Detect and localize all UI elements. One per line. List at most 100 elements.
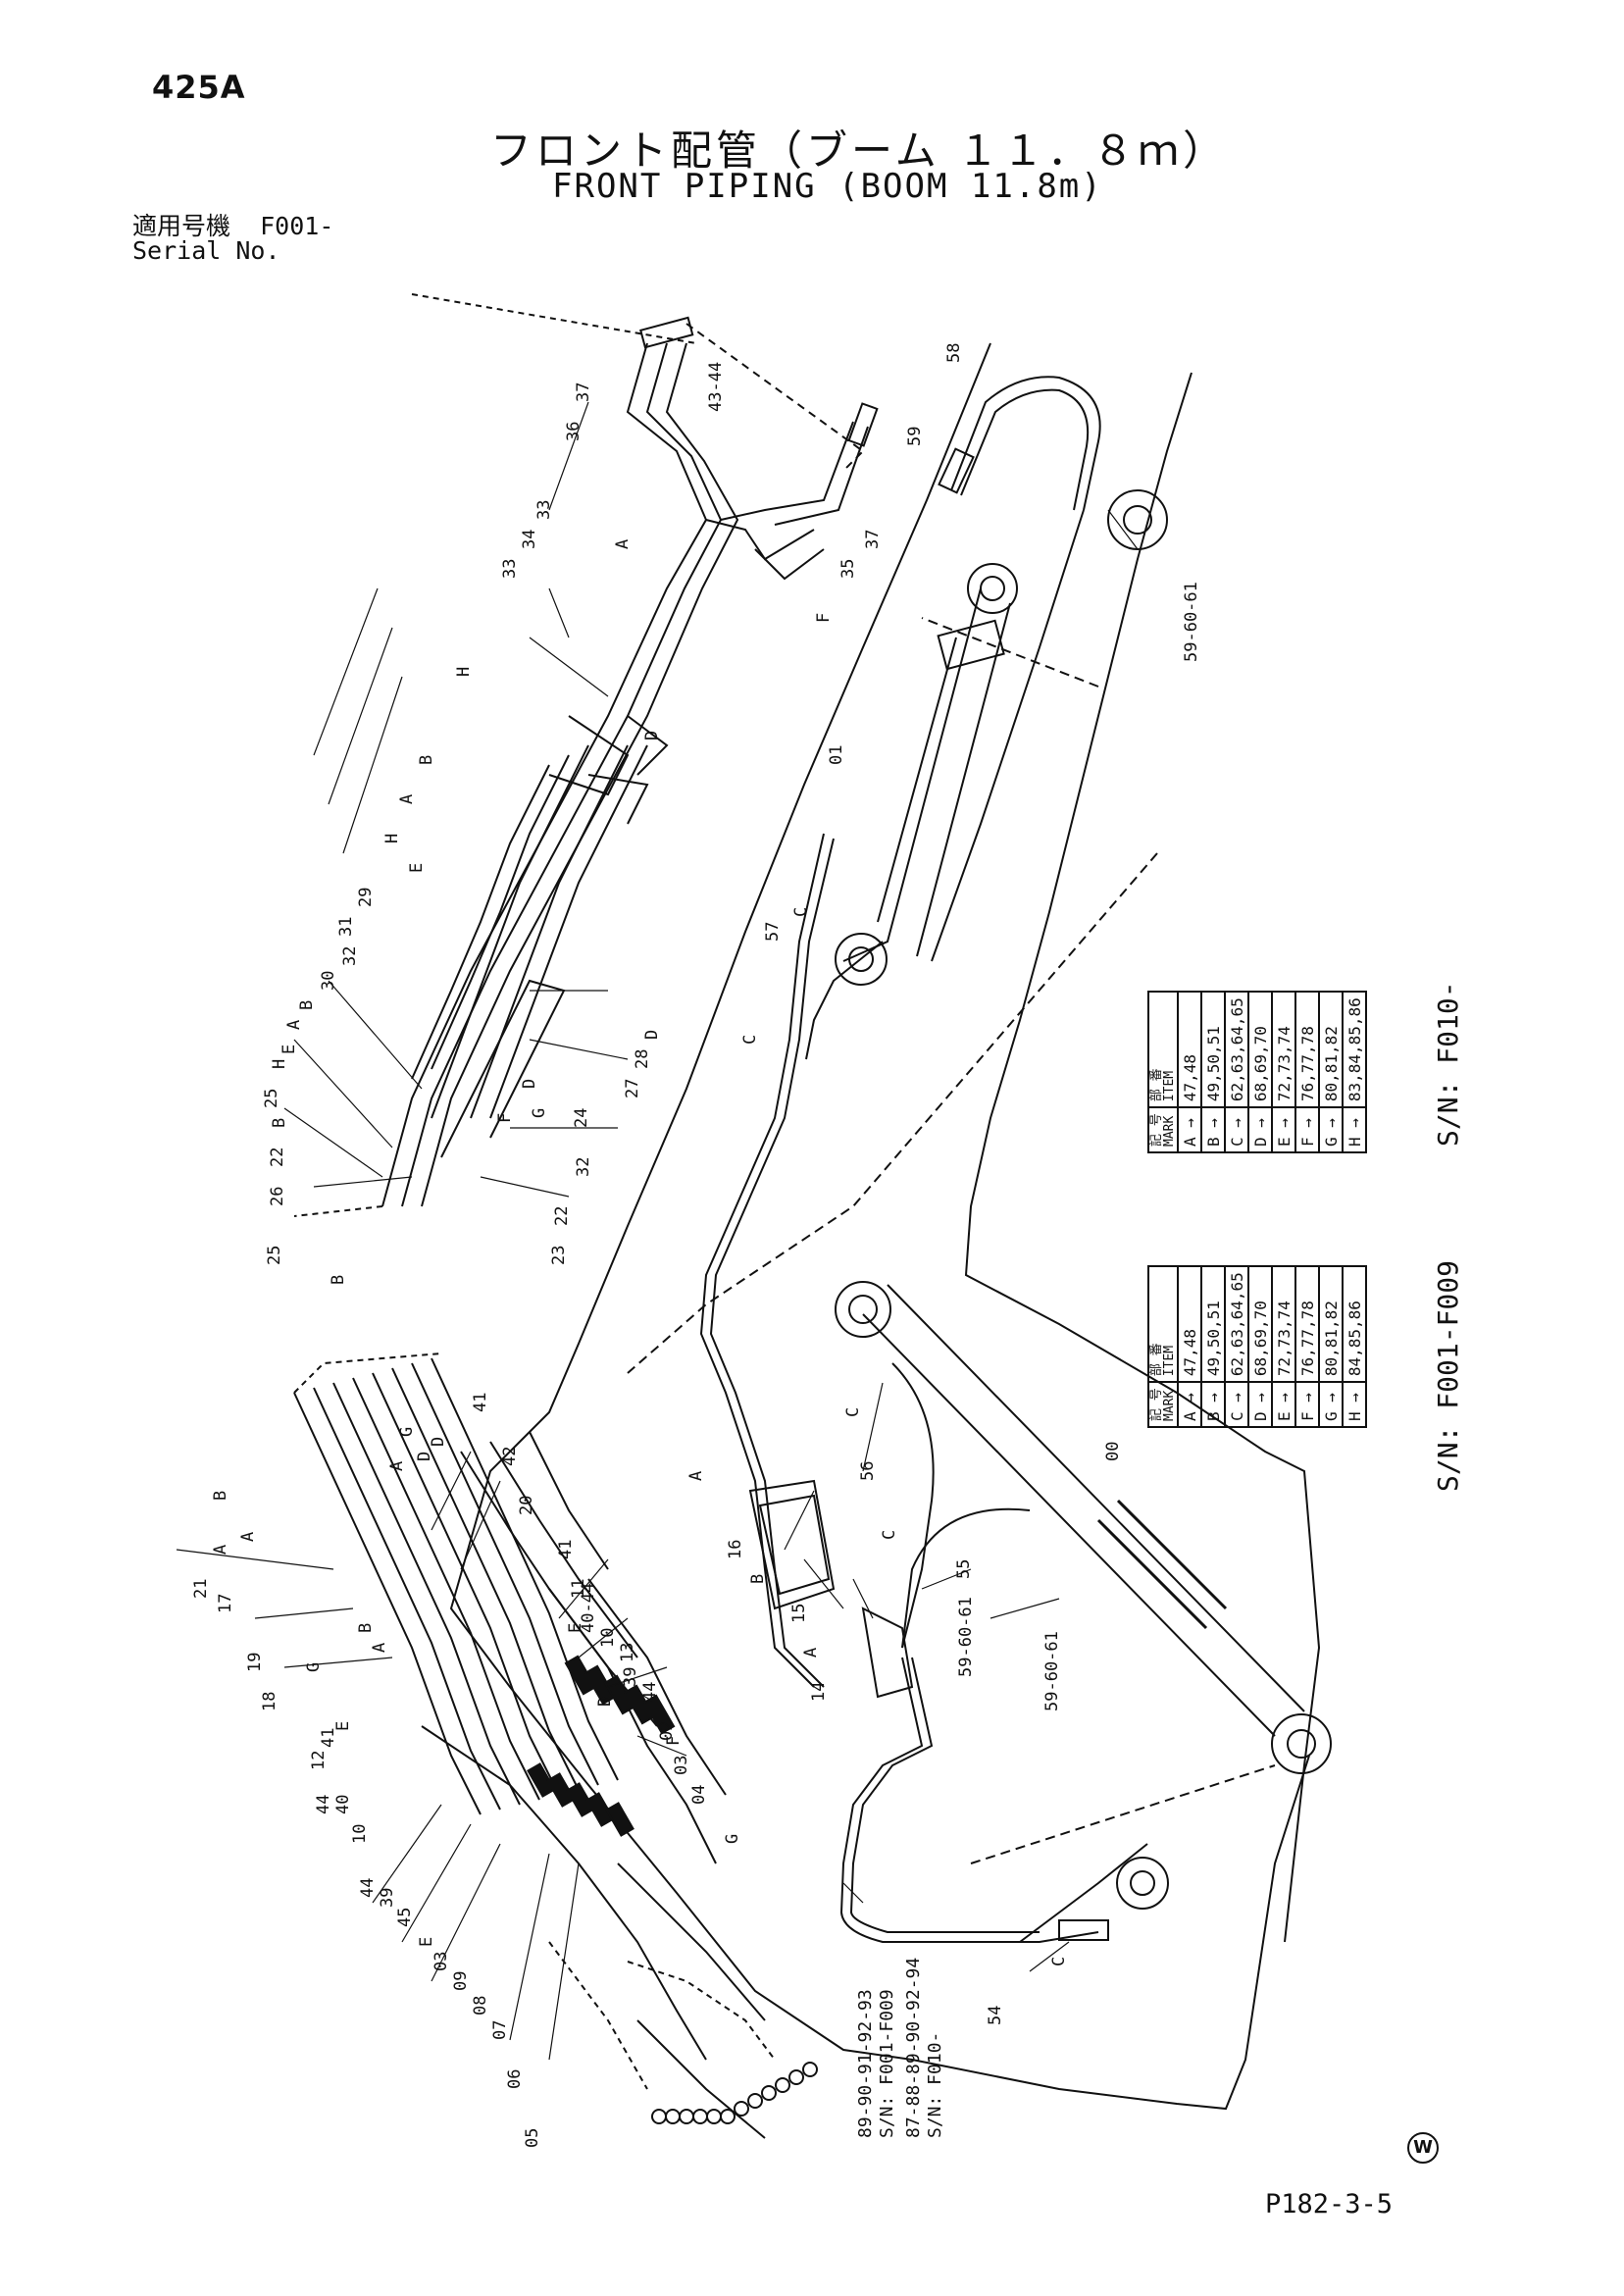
- callout-bottom: E: [333, 1721, 353, 1731]
- callout-bottom: E: [417, 1937, 436, 1947]
- callout-boom: 15: [789, 1604, 809, 1623]
- bottom-notes: 89-90-91-92-93 S/N: F001-F009 87-88-89-9…: [855, 1958, 945, 2138]
- table-row: B →49,50,51: [1201, 992, 1225, 1152]
- callout-bottom: 04: [689, 1785, 709, 1805]
- note-line-1: 89-90-91-92-93: [855, 1989, 876, 2138]
- callout-boom: C: [740, 1035, 760, 1045]
- callout-top: A: [613, 539, 633, 549]
- callout-top: B: [329, 1275, 348, 1285]
- callout-top: G: [530, 1108, 549, 1118]
- title-japanese: フロント配管（ブーム １１．８ｍ）: [490, 127, 1229, 175]
- callout-top: 34: [520, 530, 539, 549]
- callout-top: F: [495, 1113, 515, 1123]
- callout-bottom: 39: [621, 1667, 640, 1687]
- arm-cylinder: [835, 489, 1168, 986]
- callout-bottom: 10: [350, 1824, 370, 1844]
- callout-top: B: [417, 755, 436, 765]
- hose-58: [938, 376, 1101, 511]
- table-row: H →84,85,86: [1343, 1266, 1366, 1427]
- table-row: B →49,50,51: [1201, 1266, 1225, 1427]
- table-row: F →76,77,78: [1295, 1266, 1319, 1427]
- callout-bottom: 45: [395, 1908, 415, 1927]
- callout-top: B: [270, 1118, 289, 1128]
- callout-bottom: A: [211, 1545, 230, 1555]
- top-pipe-bundle: [293, 293, 879, 1217]
- callout-top: H: [454, 667, 474, 677]
- table-row: E →72,73,74: [1272, 992, 1295, 1152]
- callout-top: 33: [534, 500, 554, 520]
- table-row: C →62,63,64,65: [1225, 992, 1248, 1152]
- callout-bottom: 07: [490, 2020, 510, 2040]
- callout-boom: 58: [944, 343, 964, 363]
- serial-jp-label: 適用号機: [132, 212, 231, 240]
- callout-bottom: 41: [556, 1540, 576, 1559]
- callout-bottom: 06: [505, 2069, 525, 2089]
- table-row: G →80,81,82: [1319, 992, 1343, 1152]
- serial-block: 適用号機 F001- Serial No.: [132, 214, 333, 263]
- table-row: G →80,81,82: [1319, 1266, 1343, 1427]
- valve-block: [748, 1479, 914, 1699]
- callout-bottom: 20: [517, 1496, 536, 1515]
- callout-top: 36: [564, 422, 584, 441]
- callout-top: 29: [356, 888, 376, 907]
- callout-top: E: [407, 863, 427, 873]
- callout-top: D: [642, 1030, 662, 1040]
- note-line-3: 87-88-89-90-92-94: [903, 1958, 924, 2138]
- callout-boom: C: [843, 1407, 863, 1417]
- callout-top: 37: [574, 383, 593, 402]
- leader-lines: [176, 401, 1139, 2061]
- callout-boom: 59-60-61: [956, 1597, 976, 1677]
- callout-bottom: D: [429, 1437, 448, 1447]
- table-row: D →68,69,70: [1248, 1266, 1272, 1427]
- callout-top: E: [279, 1045, 299, 1054]
- callout-top: A: [397, 794, 417, 804]
- callout-bottom: 40-44: [579, 1583, 598, 1633]
- callout-bottom: 39: [378, 1888, 397, 1908]
- callout-boom: A: [801, 1648, 821, 1658]
- callout-top: 25: [262, 1089, 281, 1108]
- callout-boom: C: [791, 907, 811, 917]
- callout-top: 22: [552, 1206, 572, 1226]
- table-row: H →83,84,85,86: [1343, 992, 1366, 1152]
- callout-top: 27: [623, 1079, 642, 1098]
- note-line-4: S/N: F010-: [925, 2032, 945, 2138]
- callout-top: 31: [336, 917, 356, 937]
- table-row: A →47,48: [1178, 992, 1201, 1152]
- callout-top: 30: [319, 971, 338, 991]
- callout-bottom: 44: [640, 1682, 660, 1702]
- callout-bottom: 03: [672, 1756, 691, 1775]
- callout-bottom: 44: [358, 1878, 378, 1898]
- callout-bottom: A: [370, 1643, 389, 1653]
- callout-top: 26: [268, 1187, 287, 1206]
- callout-bottom: 44: [314, 1795, 333, 1814]
- callout-top: 24: [572, 1108, 591, 1128]
- callout-top: A: [284, 1020, 304, 1030]
- serial-value: F001-: [260, 212, 334, 240]
- callout-bottom: 10: [598, 1628, 618, 1648]
- callout-bottom: 12: [309, 1751, 329, 1770]
- table-row: C →62,63,64,65: [1225, 1266, 1248, 1427]
- fittings: [527, 1655, 676, 1837]
- callout-boom: 01: [827, 745, 846, 765]
- callout-bottom: G: [723, 1834, 742, 1844]
- callout-labels: 43-44 37 36 35 37 34 33 33 H B A H E 29 …: [191, 343, 1201, 2148]
- callout-boom: 59: [905, 427, 925, 446]
- callout-boom: A: [686, 1471, 706, 1481]
- table-row: A →47,48: [1178, 1266, 1201, 1427]
- callout-bottom: 19: [245, 1653, 265, 1672]
- callout-top: 33: [500, 559, 520, 579]
- boom-cylinder: [835, 1281, 1332, 1910]
- callout-boom: 55: [954, 1559, 974, 1579]
- callout-bottom: A: [387, 1461, 407, 1471]
- callout-top: 25: [265, 1246, 284, 1265]
- callout-bottom: 02: [657, 1721, 677, 1741]
- hose-56-55-54: [839, 1362, 1109, 1943]
- callout-bottom: 09: [451, 1971, 471, 1991]
